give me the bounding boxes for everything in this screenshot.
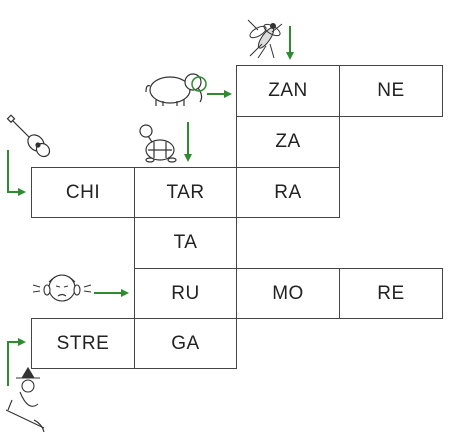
- cell-text: GA: [171, 332, 200, 354]
- cell-text: ZA: [275, 131, 301, 152]
- cell-ga[interactable]: GA: [134, 318, 237, 369]
- cell-text: RA: [274, 181, 302, 203]
- cell-ta[interactable]: TA: [134, 217, 237, 269]
- noise-child-icon: [32, 274, 92, 302]
- guitar-icon: [6, 114, 51, 158]
- cell-tar[interactable]: TAR: [134, 167, 237, 218]
- elephant-icon: [145, 73, 207, 106]
- cell-text: TA: [173, 232, 198, 253]
- cell-ra[interactable]: RA: [236, 167, 340, 218]
- cell-text: CHI: [65, 181, 101, 203]
- cell-re[interactable]: RE: [339, 268, 443, 319]
- witch-icon: [5, 366, 45, 433]
- cell-mo[interactable]: MO: [236, 268, 340, 319]
- mosquito-icon: [247, 19, 283, 59]
- cell-text: TAR: [166, 181, 205, 203]
- arrow-witch: [7, 338, 26, 386]
- cell-zan[interactable]: ZAN: [236, 65, 340, 117]
- cell-text: NE: [377, 80, 405, 101]
- cell-text: STRE: [56, 332, 110, 354]
- arrow-guitar: [7, 150, 26, 196]
- turtle-icon: [139, 124, 177, 163]
- cell-za[interactable]: ZA: [236, 116, 340, 168]
- cell-ne[interactable]: NE: [339, 65, 443, 117]
- cell-stre[interactable]: STRE: [31, 318, 135, 369]
- cell-text: RE: [377, 282, 405, 304]
- cell-text: ZAN: [268, 80, 308, 101]
- cell-chi[interactable]: CHI: [31, 167, 135, 218]
- clue-arrows: [7, 26, 294, 386]
- cell-text: MO: [272, 282, 304, 304]
- cell-text: RU: [171, 282, 200, 304]
